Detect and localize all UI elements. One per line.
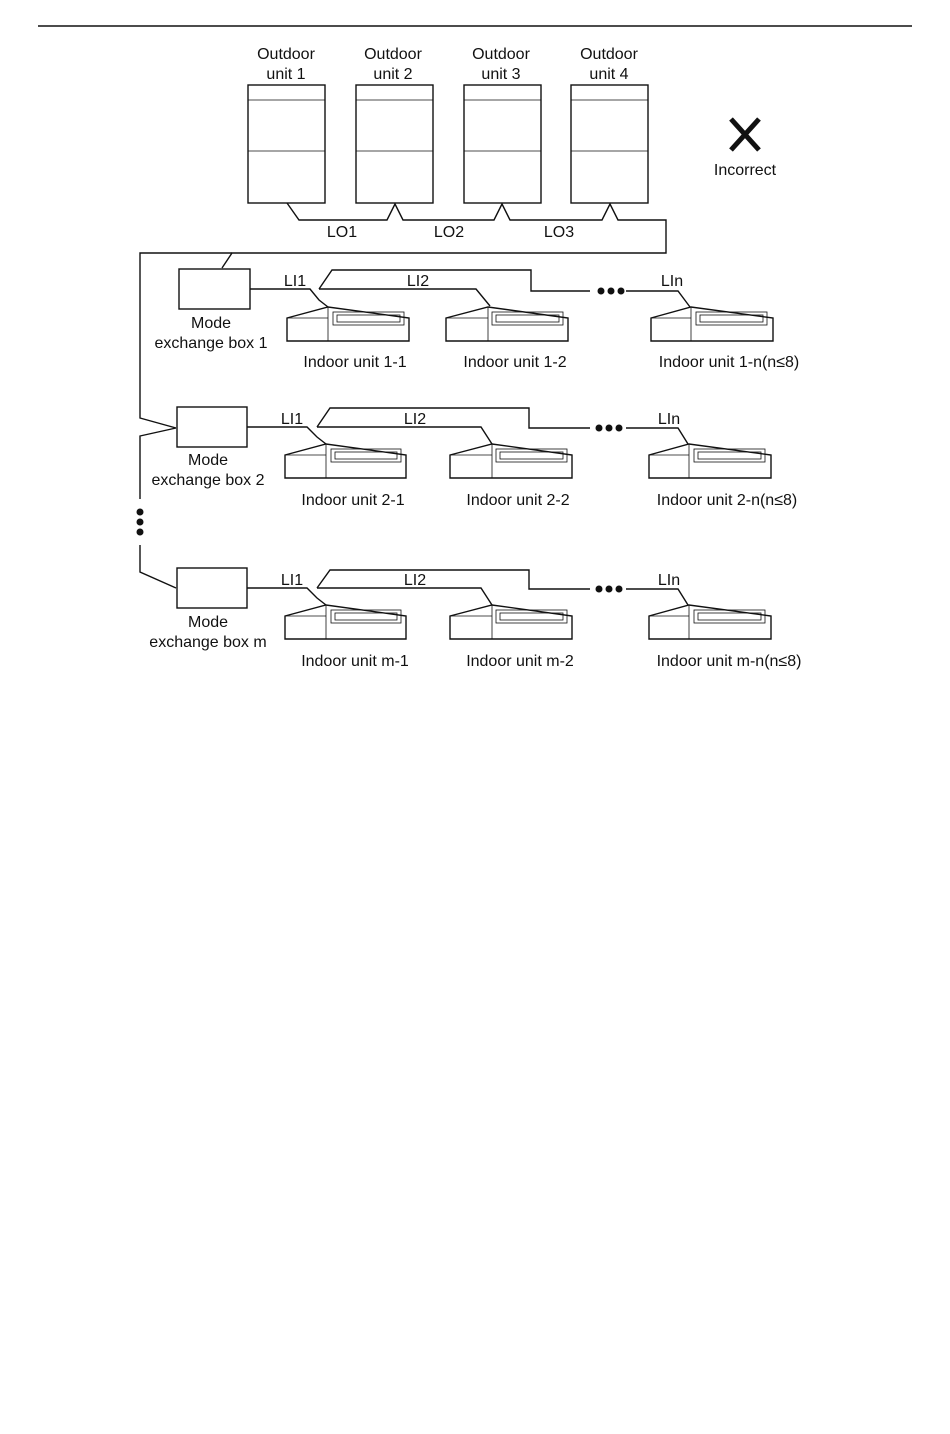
indoor-unit-label: Indoor unit m-2: [466, 653, 574, 670]
indoor-unit-2-n: [648, 443, 772, 479]
pipe-label-li2: LI2: [404, 572, 426, 589]
outdoor-unit-label: Outdoor: [472, 46, 530, 63]
outdoor-unit-2: Outdoor unit 2: [355, 46, 434, 204]
outdoor-unit-label: Outdoor: [257, 46, 315, 63]
mode-exchange-box: [176, 567, 248, 609]
mode-box-label: Mode: [188, 614, 228, 631]
trunk-piping: [136, 252, 232, 589]
pipe-label-lo1: LO1: [327, 224, 357, 241]
pipe-label-lo3: LO3: [544, 224, 574, 241]
outdoor-unit-label: unit 3: [481, 66, 520, 83]
indoor-unit-label: Indoor unit 1-1: [303, 354, 406, 371]
indoor-unit-label: Indoor unit 2-n(n≤8): [657, 492, 797, 509]
indoor-unit-label: Indoor unit m-1: [301, 653, 409, 670]
mode-box-label: exchange box m: [149, 634, 266, 651]
indoor-unit-label: Indoor unit m-n(n≤8): [657, 653, 802, 670]
outdoor-unit-label: Outdoor: [580, 46, 638, 63]
pipe-label-li1: LI1: [281, 572, 303, 589]
indoor-unit-label: Indoor unit 1-n(n≤8): [659, 354, 799, 371]
mode-box-label: Mode: [191, 315, 231, 332]
indoor-unit-label: Indoor unit 2-1: [301, 492, 404, 509]
indoor-unit-1-2: [445, 306, 569, 342]
mode-exchange-box: [176, 406, 248, 448]
outdoor-unit-1: Outdoor unit 1: [247, 46, 326, 204]
outdoor-piping: LO1 LO2 LO3: [221, 202, 667, 269]
mode-box-label: exchange box 2: [152, 472, 265, 489]
pipe-label-lin: LIn: [658, 572, 680, 589]
indoor-unit-label: Indoor unit 1-2: [463, 354, 566, 371]
pipe-label-lin: LIn: [661, 273, 683, 290]
outdoor-unit-label: unit 2: [373, 66, 412, 83]
mode-box-label: Mode: [188, 452, 228, 469]
outdoor-unit-4: Outdoor unit 4: [570, 46, 649, 204]
mode-box-label: exchange box 1: [155, 335, 268, 352]
pipe-label-lo2: LO2: [434, 224, 464, 241]
outdoor-unit-label: unit 4: [589, 66, 628, 83]
indoor-unit-m-1: [284, 604, 407, 640]
indoor-unit-2-2: [449, 443, 573, 479]
mode-exchange-row-m: Mode exchange box m LI1 LI2 LIn Indoor u…: [149, 567, 802, 670]
pipe-label-li1: LI1: [284, 273, 306, 290]
incorrect-label: Incorrect: [714, 162, 777, 179]
indoor-unit-m-n: [648, 604, 772, 640]
mode-exchange-row-1: Mode exchange box 1 LI1 LI2 LIn Indoor u…: [155, 268, 799, 371]
outdoor-unit-label: Outdoor: [364, 46, 422, 63]
mode-exchange-row-2: Mode exchange box 2 LI1 LI2 LIn Indoor u…: [152, 406, 797, 509]
indoor-unit-1-1: [286, 306, 410, 342]
outdoor-unit-3: Outdoor unit 3: [463, 46, 542, 204]
indoor-unit-m-2: [449, 604, 573, 640]
incorrect-mark: Incorrect: [714, 117, 777, 179]
mode-exchange-box: [178, 268, 251, 310]
indoor-unit-label: Indoor unit 2-2: [466, 492, 569, 509]
pipe-label-li2: LI2: [404, 411, 426, 428]
cross-icon: [729, 117, 761, 152]
pipe-label-lin: LIn: [658, 411, 680, 428]
indoor-unit-2-1: [284, 443, 407, 479]
pipe-label-li1: LI1: [281, 411, 303, 428]
outdoor-unit-label: unit 1: [266, 66, 305, 83]
pipe-label-li2: LI2: [407, 273, 429, 290]
indoor-unit-1-n: [650, 306, 774, 342]
